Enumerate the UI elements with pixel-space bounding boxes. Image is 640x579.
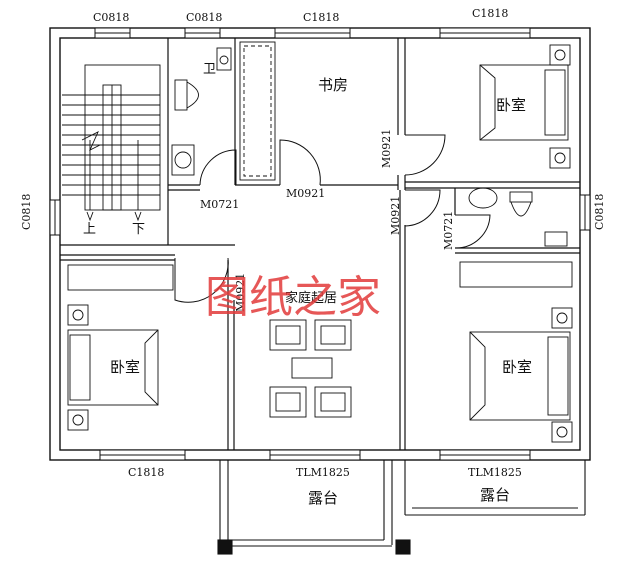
door-label-tlm1825-right: TLM1825 bbox=[468, 466, 522, 479]
window-label-c0818-top-mid: C0818 bbox=[186, 11, 222, 24]
staircase bbox=[62, 64, 161, 222]
room-label-study: 书房 bbox=[318, 76, 348, 94]
window-label-c0818-left: C0818 bbox=[20, 194, 33, 230]
window-label-c0818-top-left: C0818 bbox=[93, 11, 129, 24]
window-label-c1818-top: C1818 bbox=[303, 11, 339, 24]
bath-fixtures-right bbox=[468, 187, 568, 247]
bath-fixtures-top bbox=[171, 47, 232, 176]
doors bbox=[174, 134, 491, 303]
stair-label-down: 下 bbox=[132, 222, 145, 237]
door-label-tlm1825-mid: TLM1825 bbox=[296, 466, 350, 479]
room-label-bedroom-left: 卧室 bbox=[110, 358, 140, 376]
room-label-living: 家庭起居 bbox=[285, 290, 337, 306]
window-label-c1818-bottom: C1818 bbox=[128, 466, 164, 479]
room-label-bedroom-top-right: 卧室 bbox=[496, 96, 526, 114]
door-label-m0921-vert-mid: M0921 bbox=[389, 196, 402, 235]
room-label-bathroom: 卫 bbox=[203, 62, 216, 77]
bed-top-right bbox=[479, 44, 571, 169]
door-label-m0721-left: M0721 bbox=[200, 198, 239, 211]
room-label-terrace-right: 露台 bbox=[480, 486, 510, 504]
interior-walls bbox=[60, 38, 580, 450]
door-label-m0921-mid: M0921 bbox=[286, 187, 325, 200]
room-label-bedroom-right: 卧室 bbox=[502, 358, 532, 376]
window-label-c0818-right: C0818 bbox=[593, 194, 606, 230]
room-label-terrace-mid: 露台 bbox=[308, 489, 338, 507]
study-cabinet bbox=[239, 41, 276, 181]
windows bbox=[49, 27, 591, 461]
living-furniture bbox=[269, 319, 352, 418]
watermark: 图纸之家 bbox=[205, 272, 381, 323]
door-label-m0921-vert-left: M0921 bbox=[234, 273, 247, 312]
window-label-c1818-top-right: C1818 bbox=[472, 7, 508, 20]
bed-left bbox=[67, 264, 174, 431]
door-label-m0721-vert: M0721 bbox=[442, 211, 455, 250]
door-label-m0921-vert-top: M0921 bbox=[380, 129, 393, 168]
bed-right bbox=[459, 261, 573, 443]
terraces bbox=[217, 460, 586, 555]
stair-label-up: 上 bbox=[83, 222, 96, 237]
